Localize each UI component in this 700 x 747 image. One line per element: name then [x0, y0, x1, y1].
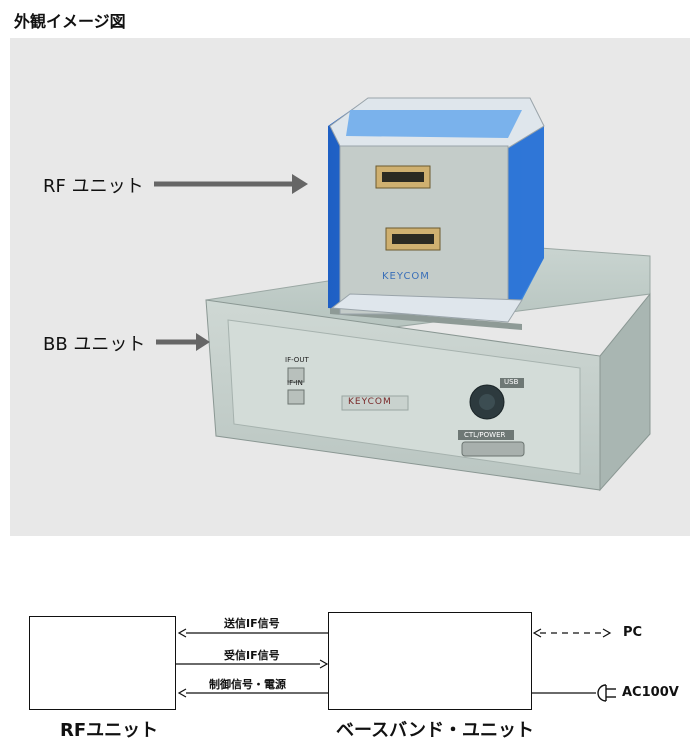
- product-photo: RF ユニット BB ユニット KEYCOM KEYCOM IF-OUT IF-…: [10, 38, 690, 536]
- pc-label: PC: [623, 625, 643, 640]
- rf-unit-block: [29, 616, 176, 710]
- bb-unit-side: [599, 292, 651, 492]
- rx-signal-label: 受信IF信号: [224, 649, 280, 662]
- ctl-power-label: CTL/POWER: [464, 431, 506, 439]
- rf-logo: KEYCOM: [382, 271, 430, 282]
- rf-unit-caption: RFユニット: [60, 720, 159, 741]
- baseband-unit-block: [328, 612, 532, 710]
- ac-plug-icon: [597, 684, 607, 702]
- usb-label: USB: [504, 378, 519, 386]
- ctl-power-connector: [461, 441, 525, 457]
- ac-label: AC100V: [622, 685, 679, 700]
- if-in-label: IF-IN: [287, 379, 303, 387]
- if-in-port: [287, 389, 305, 405]
- page-title: 外観イメージ図: [14, 12, 126, 31]
- bb-unit-label: BB ユニット: [43, 334, 146, 355]
- tx-signal-label: 送信IF信号: [224, 617, 280, 630]
- if-out-port: [287, 367, 305, 383]
- baseband-unit-caption: ベースバンド・ユニット: [336, 720, 534, 741]
- if-out-label: IF-OUT: [285, 356, 309, 364]
- ctrl-signal-label: 制御信号・電源: [209, 678, 286, 691]
- connection-lines: [176, 628, 616, 702]
- device-illustration: [154, 97, 651, 492]
- bb-logo: KEYCOM: [348, 397, 392, 407]
- rf-unit-label: RF ユニット: [43, 176, 144, 197]
